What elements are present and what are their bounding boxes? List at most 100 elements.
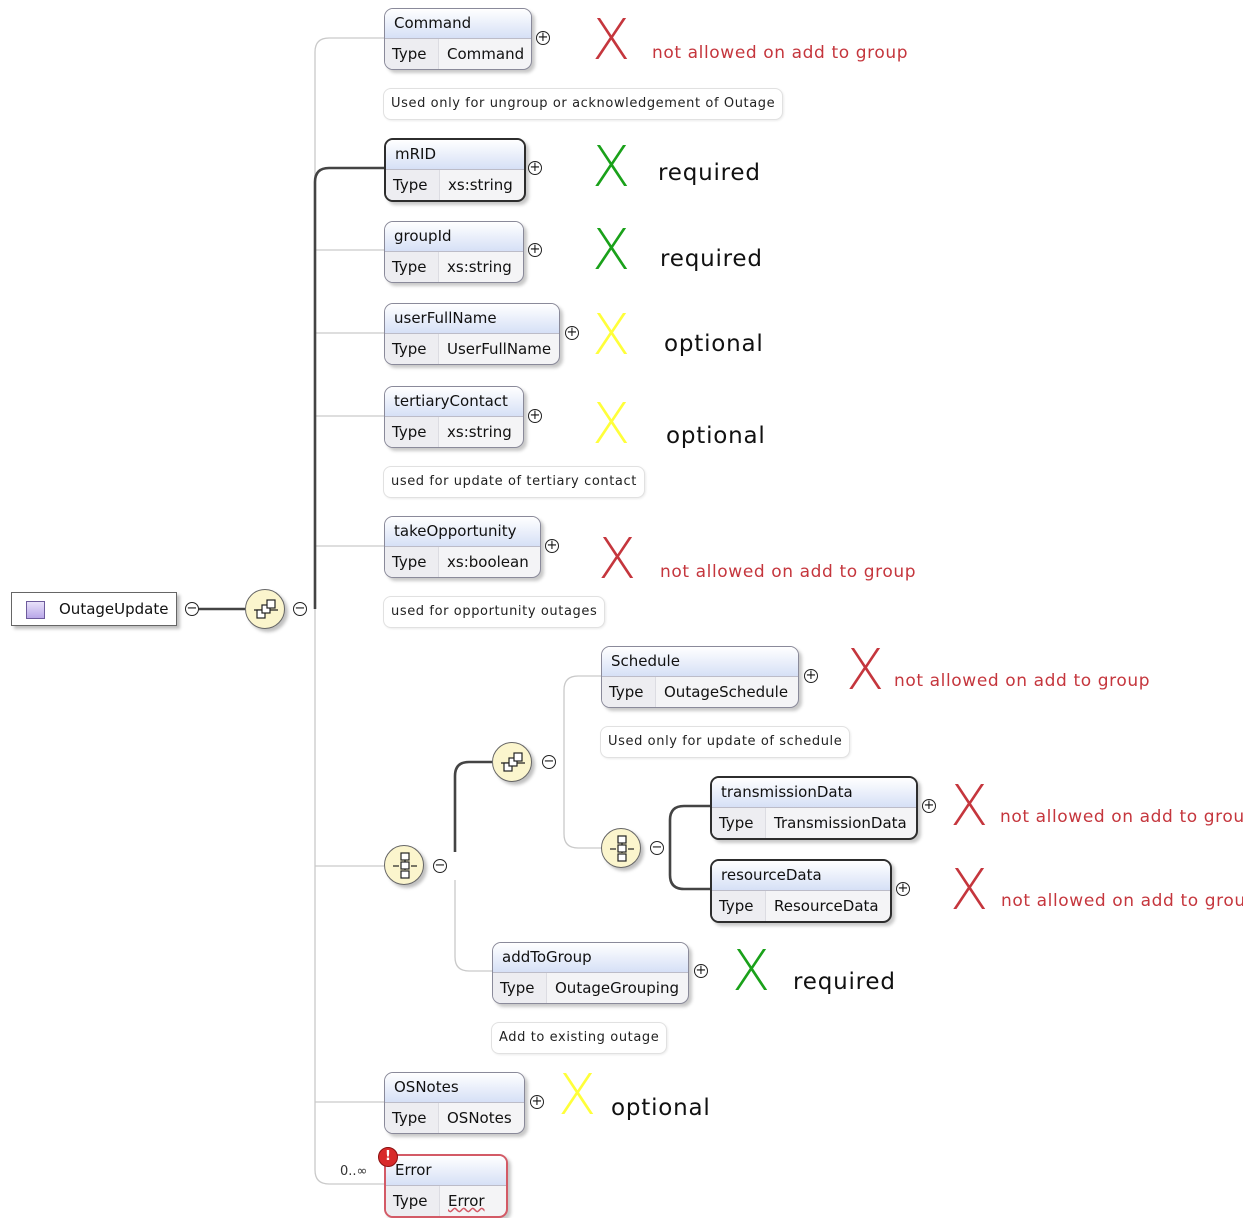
status-text: required bbox=[660, 246, 763, 272]
annotation-takeopportunity: used for opportunity outages bbox=[383, 596, 606, 628]
status-x-mark-green: X bbox=[732, 939, 771, 1004]
type-label: Type bbox=[712, 891, 766, 921]
element-name: Schedule bbox=[602, 647, 798, 677]
annotation-tertiarycontact: used for update of tertiary contact bbox=[383, 466, 645, 498]
type-label: Type bbox=[385, 417, 439, 447]
occurrence-label: 0..∞ bbox=[340, 1164, 368, 1179]
status-text: not allowed on add to group bbox=[894, 671, 1151, 691]
sequence-compositor-icon[interactable] bbox=[245, 589, 285, 629]
root-element-label: OutageUpdate bbox=[59, 600, 169, 618]
element-schedule[interactable]: Schedule Type OutageSchedule bbox=[601, 646, 799, 708]
annotation-addtogroup: Add to existing outage bbox=[491, 1022, 668, 1054]
type-label: Type bbox=[386, 1186, 440, 1216]
expand-icon[interactable]: + bbox=[804, 668, 818, 683]
element-transmissiondata[interactable]: transmissionData Type TransmissionData bbox=[710, 776, 918, 840]
element-tertiarycontact[interactable]: tertiaryContact Type xs:string bbox=[384, 386, 524, 448]
type-label: Type bbox=[385, 39, 439, 69]
element-takeopportunity[interactable]: takeOpportunity Type xs:boolean bbox=[384, 516, 541, 578]
type-label: Type bbox=[385, 547, 439, 577]
root-element-outageupdate[interactable]: OutageUpdate bbox=[11, 592, 177, 626]
status-x-mark-yellow: X bbox=[592, 392, 631, 457]
status-text: not allowed on add to group bbox=[1000, 807, 1243, 827]
status-text: not allowed on add to group bbox=[1001, 891, 1243, 911]
type-value: UserFullName bbox=[447, 340, 552, 358]
collapse-icon[interactable]: − bbox=[185, 601, 199, 616]
status-x-mark-yellow: X bbox=[558, 1063, 597, 1128]
type-label: Type bbox=[385, 252, 439, 282]
type-value: OSNotes bbox=[447, 1109, 512, 1127]
type-value: xs:boolean bbox=[447, 553, 529, 571]
expand-icon[interactable]: + bbox=[922, 798, 936, 813]
expand-icon[interactable]: + bbox=[896, 881, 910, 896]
type-label: Type bbox=[385, 334, 439, 364]
collapse-icon[interactable]: − bbox=[293, 601, 307, 616]
element-name: takeOpportunity bbox=[385, 517, 540, 547]
status-x-mark-yellow: X bbox=[592, 303, 631, 368]
status-x-mark-red: X bbox=[950, 774, 989, 839]
element-addtogroup[interactable]: addToGroup Type OutageGrouping bbox=[492, 942, 689, 1004]
element-groupid[interactable]: groupId Type xs:string bbox=[384, 221, 524, 283]
element-name: userFullName bbox=[385, 304, 559, 334]
status-text: not allowed on add to group bbox=[660, 562, 917, 582]
expand-icon[interactable]: + bbox=[528, 408, 542, 423]
type-label: Type bbox=[712, 808, 766, 838]
sequence-compositor-icon[interactable] bbox=[492, 742, 532, 782]
type-value: OutageSchedule bbox=[664, 683, 789, 701]
status-text: optional bbox=[664, 331, 764, 357]
complex-type-icon bbox=[26, 601, 45, 619]
expand-icon[interactable]: + bbox=[528, 160, 542, 175]
element-name: transmissionData bbox=[712, 778, 916, 808]
expand-icon[interactable]: + bbox=[545, 538, 559, 553]
type-label: Type bbox=[386, 170, 440, 200]
type-value: Command bbox=[447, 45, 525, 63]
status-x-mark-green: X bbox=[592, 135, 631, 200]
type-label: Type bbox=[493, 973, 547, 1003]
element-userfullname[interactable]: userFullName Type UserFullName bbox=[384, 303, 560, 365]
type-label: Type bbox=[385, 1103, 439, 1133]
element-name: Command bbox=[385, 9, 531, 39]
element-name: mRID bbox=[386, 140, 524, 170]
status-text: optional bbox=[611, 1095, 711, 1121]
status-x-mark-red: X bbox=[950, 858, 989, 923]
expand-icon[interactable]: + bbox=[565, 325, 579, 340]
type-value: xs:string bbox=[447, 258, 512, 276]
type-value: TransmissionData bbox=[774, 814, 907, 832]
element-name: OSNotes bbox=[385, 1073, 524, 1103]
type-value: xs:string bbox=[448, 176, 513, 194]
collapse-icon[interactable]: − bbox=[433, 858, 447, 873]
element-mrid[interactable]: mRID Type xs:string bbox=[384, 138, 526, 202]
choice-compositor-icon[interactable] bbox=[384, 845, 424, 885]
status-x-mark-green: X bbox=[592, 218, 631, 283]
element-name: Error bbox=[386, 1156, 506, 1186]
type-value: OutageGrouping bbox=[555, 979, 679, 997]
status-x-mark-red: X bbox=[598, 527, 637, 592]
status-x-mark-red: X bbox=[846, 638, 885, 703]
element-name: addToGroup bbox=[493, 943, 688, 973]
status-text: required bbox=[793, 969, 896, 995]
type-value: Error bbox=[448, 1192, 485, 1210]
expand-icon[interactable]: + bbox=[530, 1094, 544, 1109]
error-warning-icon: ! bbox=[378, 1147, 398, 1167]
expand-icon[interactable]: + bbox=[694, 963, 708, 978]
collapse-icon[interactable]: − bbox=[650, 840, 664, 855]
status-x-mark-red: X bbox=[592, 8, 631, 73]
annotation-schedule: Used only for update of schedule bbox=[600, 726, 851, 758]
type-label: Type bbox=[602, 677, 656, 707]
element-name: groupId bbox=[385, 222, 523, 252]
type-value: ResourceData bbox=[774, 897, 879, 915]
status-text: optional bbox=[666, 423, 766, 449]
status-text: not allowed on add to group bbox=[652, 43, 909, 63]
annotation-command: Used only for ungroup or acknowledgement… bbox=[383, 88, 784, 120]
element-name: tertiaryContact bbox=[385, 387, 523, 417]
expand-icon[interactable]: + bbox=[528, 242, 542, 257]
status-text: required bbox=[658, 160, 761, 186]
collapse-icon[interactable]: − bbox=[542, 754, 556, 769]
type-value: xs:string bbox=[447, 423, 512, 441]
expand-icon[interactable]: + bbox=[536, 30, 550, 45]
choice-compositor-icon[interactable] bbox=[601, 828, 641, 868]
